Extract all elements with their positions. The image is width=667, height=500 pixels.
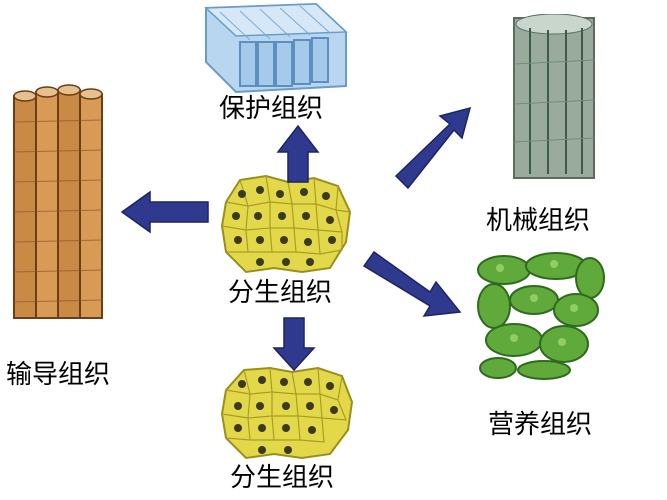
protective-tissue-image xyxy=(196,2,348,94)
nutritive-tissue-image xyxy=(474,248,606,380)
meristem-center-image xyxy=(218,172,354,276)
label-mechanical-tissue: 机械组织 xyxy=(486,206,591,236)
mechanical-tissue-image xyxy=(512,14,597,182)
arrow-to-nutritive xyxy=(362,250,462,317)
label-nutritive-tissue: 营养组织 xyxy=(488,410,593,440)
label-protective-tissue: 保护组织 xyxy=(219,94,324,124)
arrow-to-protective xyxy=(276,124,320,183)
arrow-to-conductive xyxy=(120,190,209,234)
meristem-bottom-image xyxy=(220,364,356,460)
conductive-tissue-image xyxy=(8,82,108,322)
label-conductive-tissue: 输导组织 xyxy=(6,360,111,390)
label-meristem-bottom: 分生组织 xyxy=(230,463,335,493)
arrow-to-mechanical xyxy=(394,106,472,190)
label-meristem-center: 分生组织 xyxy=(228,278,333,308)
arrow-to-meristem-bottom xyxy=(272,317,316,372)
